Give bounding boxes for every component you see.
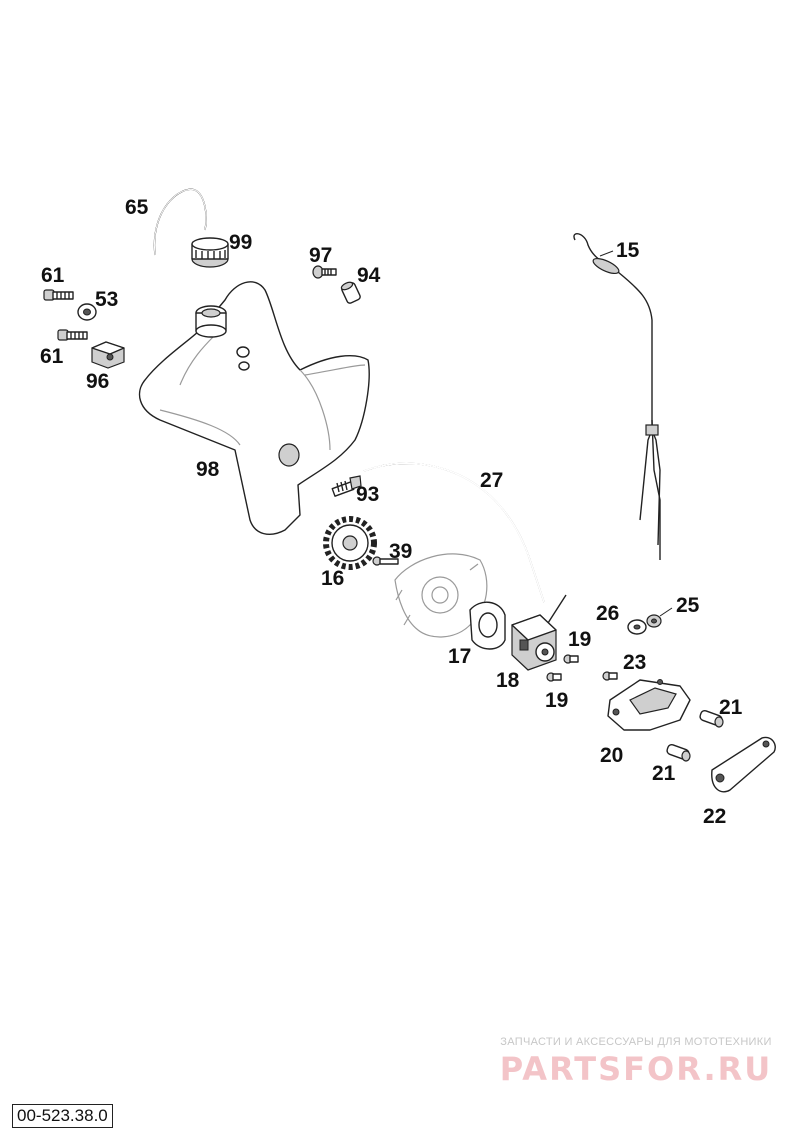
label-part-19-lower: 19 xyxy=(545,689,568,712)
rubber-block-96 xyxy=(91,341,125,369)
washer-53 xyxy=(77,303,97,321)
drawing-number: 00-523.38.0 xyxy=(12,1104,113,1128)
label-part-53: 53 xyxy=(95,288,118,311)
cover-plate-22 xyxy=(711,736,776,793)
fitting-93 xyxy=(331,475,362,497)
label-part-26: 26 xyxy=(596,602,619,625)
screw-97 xyxy=(312,265,337,279)
watermark-caption: ЗАПЧАСТИ И АКСЕССУАРЫ ДЛЯ МОТОТЕХНИКИ xyxy=(500,1036,772,1048)
grommet-25 xyxy=(646,614,662,628)
bolt-61-lower xyxy=(57,329,88,341)
watermark: ЗАПЧАСТИ И АКСЕССУАРЫ ДЛЯ МОТОТЕХНИКИ PA… xyxy=(486,1036,786,1088)
label-part-96: 96 xyxy=(86,370,109,393)
label-part-21-upper: 21 xyxy=(719,696,743,719)
label-part-25: 25 xyxy=(676,594,700,617)
screw-19-lower xyxy=(546,672,562,682)
label-part-23: 23 xyxy=(623,651,646,674)
hose-65 xyxy=(153,188,207,256)
label-part-39: 39 xyxy=(389,540,412,563)
label-part-97: 97 xyxy=(309,244,332,267)
label-part-15: 15 xyxy=(616,239,640,262)
label-part-19-upper: 19 xyxy=(568,628,591,651)
washer-26 xyxy=(627,619,647,635)
sleeve-21-lower xyxy=(666,743,691,762)
sleeve-21-upper xyxy=(699,709,724,728)
gear-16 xyxy=(323,516,377,570)
label-part-65: 65 xyxy=(125,196,149,219)
bolt-61-upper xyxy=(43,289,74,301)
label-part-22: 22 xyxy=(703,805,726,828)
bushing-94 xyxy=(340,281,361,304)
label-part-93: 93 xyxy=(356,483,379,506)
label-part-99: 99 xyxy=(229,231,252,254)
gasket-17 xyxy=(469,601,506,650)
leader-lines xyxy=(599,250,673,617)
cover-20 xyxy=(607,679,691,731)
hose-27 xyxy=(363,462,545,603)
label-part-61-lower: 61 xyxy=(40,345,64,368)
tank-cap-99 xyxy=(191,237,229,268)
label-part-21-lower: 21 xyxy=(652,762,676,785)
label-part-16: 16 xyxy=(321,567,344,590)
screw-19-upper xyxy=(563,654,579,664)
fuel-tank-98 xyxy=(138,281,370,536)
screw-39 xyxy=(372,556,399,566)
oil-pump-18 xyxy=(511,594,567,671)
label-part-98: 98 xyxy=(196,458,220,481)
label-part-17: 17 xyxy=(448,645,471,668)
watermark-logo: PARTSFOR.RU xyxy=(499,1050,773,1088)
part-number-labels: 15 16 17 18 19 19 20 21 21 22 23 25 26 2… xyxy=(40,196,743,828)
label-part-94: 94 xyxy=(357,264,381,287)
cable-15 xyxy=(573,233,661,560)
label-part-18: 18 xyxy=(496,669,520,692)
screw-23 xyxy=(602,671,618,681)
label-part-61-upper: 61 xyxy=(41,264,65,287)
label-part-20: 20 xyxy=(600,744,623,767)
label-part-27: 27 xyxy=(480,469,503,492)
